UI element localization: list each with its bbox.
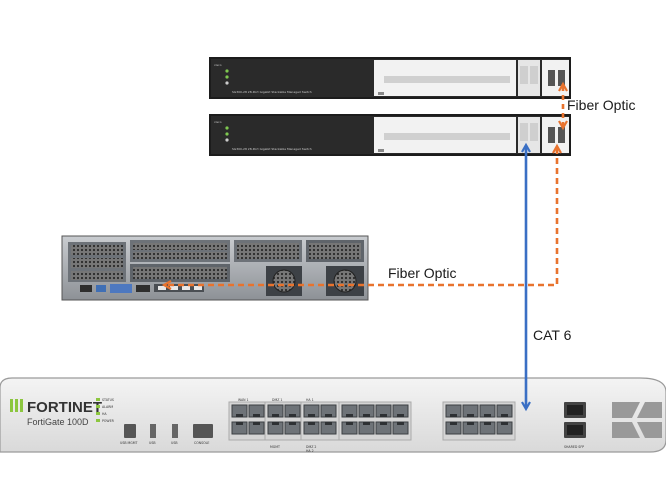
rj45-notch: [450, 414, 457, 417]
switch-logo-2: cisco: [214, 120, 222, 124]
led-status: STATUS: [102, 398, 114, 402]
port-label-console: CONSOLE: [194, 441, 209, 445]
fiber-arrowhead-server: [161, 280, 172, 290]
rj45-notch: [397, 422, 404, 425]
port-label-dmz1: DMZ 1: [272, 398, 282, 402]
switch-logo: cisco: [214, 63, 222, 67]
rj45-notch: [501, 414, 508, 417]
fiber-arrowhead-switch: [552, 143, 562, 154]
rj45-notch: [308, 414, 315, 417]
led-power: POWER: [102, 419, 115, 423]
port-label-mgmt: MGMT: [270, 445, 280, 449]
port-label-usb-2: USB: [171, 441, 178, 445]
rj45-notch: [236, 422, 243, 425]
rj45-notch: [253, 414, 260, 417]
fiber-link-server: [165, 148, 559, 287]
rj45-notch: [272, 414, 279, 417]
rj45-notch: [346, 414, 353, 417]
port-label-shared-sfp: SHARED SFP: [564, 445, 584, 449]
rj45-notch: [363, 422, 370, 425]
led-ha: HA: [102, 412, 107, 416]
port-label-wan1: WAN 1: [238, 398, 249, 402]
rj45-notch: [484, 422, 491, 425]
rj45-notch: [325, 414, 332, 417]
firewall-ports: [228, 401, 516, 441]
port-label-usb-1: USB: [149, 441, 156, 445]
rj45-notch: [272, 422, 279, 425]
fortigate-model: FortiGate 100D: [27, 417, 89, 427]
rj45-notch: [380, 422, 387, 425]
cat6-arrowhead-down: [521, 401, 531, 412]
rj45-notch: [397, 414, 404, 417]
switch-model-text-2: SG300-28 28-Port Gigabit Stackable Manag…: [232, 147, 312, 151]
switch-top: cisco SG300-28 28-Port Gigabit Stackable…: [209, 57, 571, 99]
fiber-arrowhead-down: [558, 120, 568, 131]
rj45-notch: [236, 414, 243, 417]
rj45-notch: [484, 414, 491, 417]
port-label-ha2: HA 2: [306, 449, 314, 453]
rj45-notch: [501, 422, 508, 425]
fortinet-brand: FORTINET: [27, 399, 102, 416]
rj45-notch: [467, 414, 474, 417]
rj45-notch: [325, 422, 332, 425]
port-label-ha1: HA 1: [306, 398, 314, 402]
switch-model-text: SG300-28 28-Port Gigabit Stackable Manag…: [232, 90, 312, 94]
rj45-notch: [289, 422, 296, 425]
rj45-notch: [346, 422, 353, 425]
rj45-notch: [467, 422, 474, 425]
sfp-slots: [564, 402, 662, 438]
label-fiber-optic-top: Fiber Optic: [567, 97, 635, 113]
label-fiber-optic-server: Fiber Optic: [388, 265, 456, 281]
rj45-notch: [363, 414, 370, 417]
port-label-usb-mgmt: USB MGMT: [120, 441, 138, 445]
label-cat6: CAT 6: [533, 327, 572, 343]
server-rear: [61, 235, 369, 301]
rj45-notch: [253, 422, 260, 425]
rj45-notch: [308, 422, 315, 425]
rj45-notch: [380, 414, 387, 417]
led-alarm: ALARM: [102, 405, 113, 409]
switch-bottom: cisco SG300-28 28-Port Gigabit Stackable…: [209, 114, 571, 156]
cat6-arrowhead-up: [521, 142, 531, 153]
fiber-arrowhead-up: [558, 81, 568, 92]
port-label-dmz2: DMZ 2: [306, 445, 316, 449]
rj45-notch: [450, 422, 457, 425]
rj45-notch: [289, 414, 296, 417]
